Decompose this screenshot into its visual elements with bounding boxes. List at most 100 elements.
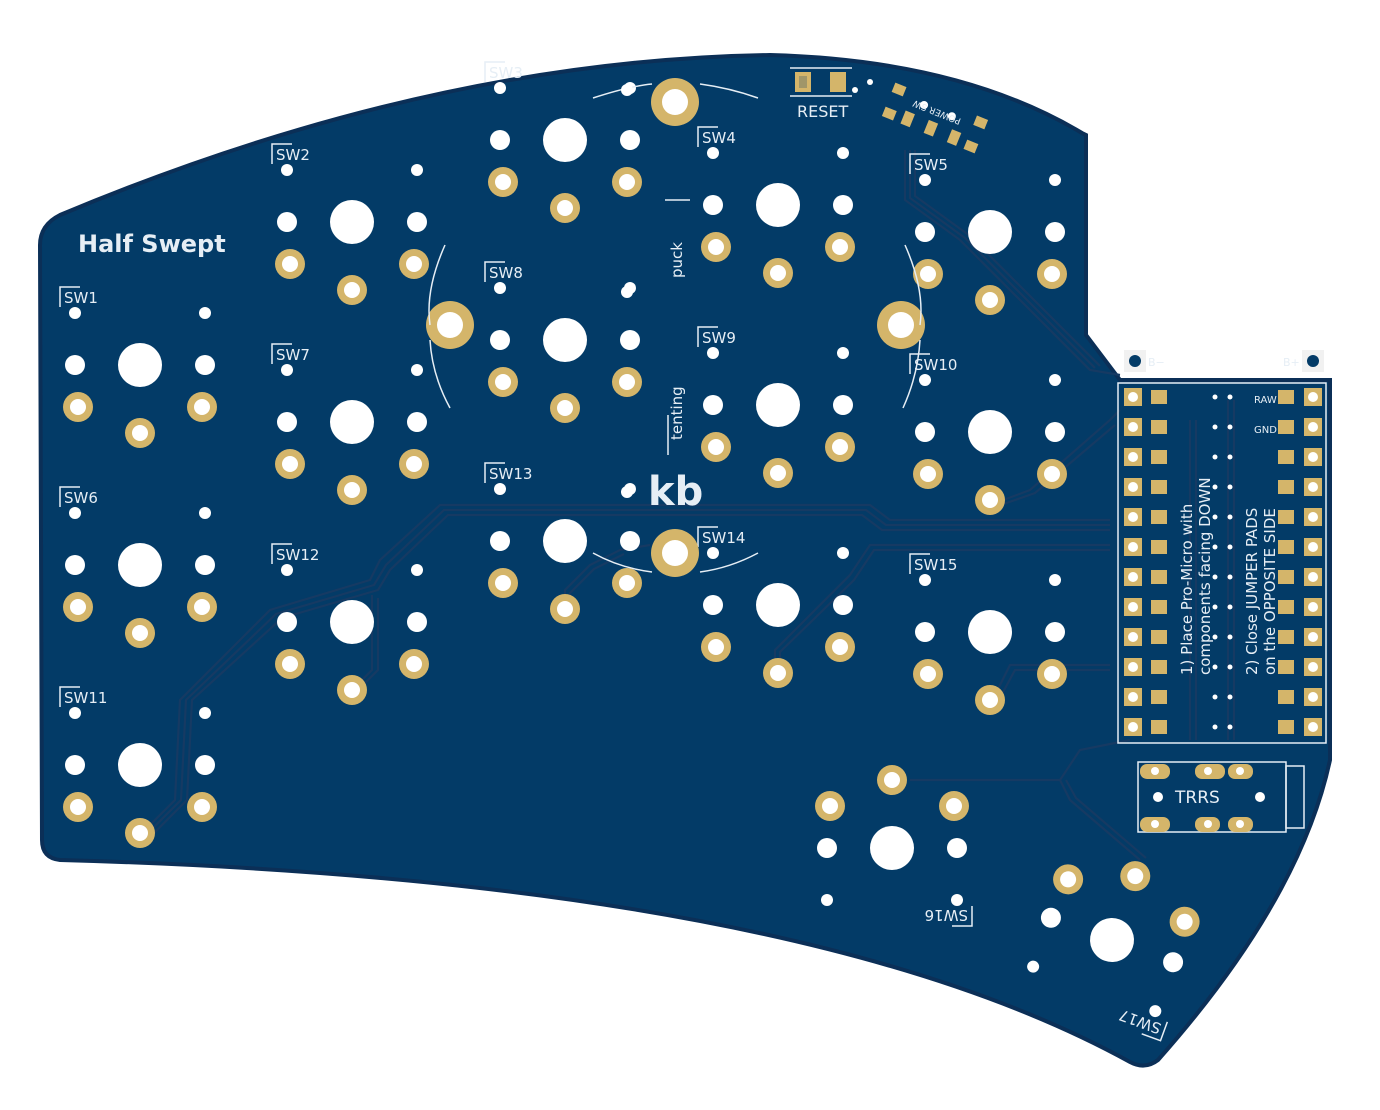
sw10-side-hole-0 [915, 422, 935, 442]
sw1-side-hole-1 [195, 355, 215, 375]
switch-sw16: SW16 [815, 765, 973, 927]
puck-label: puck [668, 242, 686, 278]
switch-sw4: SW4 [697, 126, 855, 288]
sw14-small-hole-1 [837, 547, 849, 559]
sw4-label-bracket [697, 126, 718, 147]
sw8-small-hole-0 [494, 282, 506, 294]
note1-line2: components facing DOWN [1196, 477, 1214, 675]
note2-line2: on the OPPOSITE SIDE [1261, 508, 1279, 675]
switch-sw1: SW1 [59, 286, 217, 448]
trrs-jack: TRRS [1137, 761, 1305, 833]
kb-logo: kb [648, 469, 703, 515]
sw1-label-bracket [59, 286, 80, 307]
trace-group [139, 150, 1236, 861]
sw10-side-hole-1 [1045, 422, 1065, 442]
sw11-small-hole-0 [69, 707, 81, 719]
promicro-left-jumper-0 [1151, 390, 1167, 404]
sw11-small-hole-1 [199, 707, 211, 719]
tenting-label: tenting [668, 386, 686, 440]
switch-sw15: SW15 [909, 553, 1067, 715]
sw8-center-hole [543, 318, 587, 362]
switch-sw14: SW14 [697, 526, 855, 688]
sw3-label: SW3 [489, 64, 523, 82]
sw17-label-bracket [1141, 1021, 1169, 1042]
sw12-label-bracket [271, 543, 292, 564]
sw2-small-hole-0 [281, 164, 293, 176]
sw16-label: SW16 [925, 906, 968, 924]
sw7-side-hole-0 [277, 412, 297, 432]
sw12-center-hole [330, 600, 374, 644]
sw7-label-bracket [271, 343, 292, 364]
battery-pads: B− B+ [1107, 350, 1324, 378]
sw10-label: SW10 [914, 356, 957, 374]
sw14-side-hole-0 [703, 595, 723, 615]
pin-raw-label: RAW [1254, 395, 1277, 406]
sw5-label-bracket [909, 153, 930, 174]
sw15-side-hole-0 [915, 622, 935, 642]
sw13-label: SW13 [489, 465, 532, 483]
sw9-small-hole-1 [837, 347, 849, 359]
promicro-right-jumper-11 [1278, 720, 1294, 734]
reset-label: RESET [797, 102, 848, 121]
sw6-label: SW6 [64, 489, 98, 507]
sw11-label-bracket [59, 686, 80, 707]
sw17-center-hole [1090, 918, 1134, 962]
sw2-side-hole-0 [277, 212, 297, 232]
promicro-right-jumper-3 [1278, 480, 1294, 494]
promicro-left-jumper-7 [1151, 600, 1167, 614]
sw15-label-bracket [909, 553, 930, 574]
sw5-label: SW5 [914, 156, 948, 174]
sw13-side-hole-1 [620, 531, 640, 551]
note2-line1: 2) Close JUMPER PADS [1243, 508, 1261, 675]
sw17-small-hole-0 [1149, 1005, 1162, 1018]
reset-button[interactable]: RESET [790, 67, 873, 121]
sw15-small-hole-1 [1049, 574, 1061, 586]
promicro-left-jumper-4 [1151, 510, 1167, 524]
promicro-right-jumper-7 [1278, 600, 1294, 614]
promicro-right-jumper-1 [1278, 420, 1294, 434]
sw10-label-bracket [909, 353, 930, 374]
promicro-left-jumper-10 [1151, 690, 1167, 704]
switch-sw13: SW13 [484, 462, 642, 624]
sw10-small-hole-1 [1049, 374, 1061, 386]
promicro-left-jumper-3 [1151, 480, 1167, 494]
sw17-side-hole-1 [1040, 907, 1061, 928]
sw16-small-hole-0 [951, 894, 963, 906]
sw16-side-hole-0 [947, 838, 967, 858]
sw10-small-hole-0 [919, 374, 931, 386]
sw15-small-hole-0 [919, 574, 931, 586]
sw4-side-hole-1 [833, 195, 853, 215]
battery-minus-label: B− [1148, 356, 1165, 369]
sw6-label-bracket [59, 486, 80, 507]
switch-sw11: SW11 [59, 686, 217, 848]
sw6-side-hole-0 [65, 555, 85, 575]
sw3-side-hole-0 [490, 130, 510, 150]
sw10-center-hole [968, 410, 1012, 454]
sw2-side-hole-1 [407, 212, 427, 232]
sw11-center-hole [118, 743, 162, 787]
sw16-side-hole-1 [817, 838, 837, 858]
sw2-center-hole [330, 200, 374, 244]
promicro-left-jumper-8 [1151, 630, 1167, 644]
sw8-side-hole-1 [620, 330, 640, 350]
sw17-small-hole-1 [1027, 960, 1040, 973]
switch-sw12: SW12 [271, 543, 429, 705]
sw9-side-hole-1 [833, 395, 853, 415]
board-title: Half Swept [78, 230, 226, 258]
sw11-side-hole-0 [65, 755, 85, 775]
promicro-right-jumper-6 [1278, 570, 1294, 584]
sw3-label-bracket [484, 61, 505, 82]
sw14-center-hole [756, 583, 800, 627]
battery-plus-label: B+ [1283, 356, 1300, 369]
switch-sw5: SW5 [909, 153, 1067, 315]
sw9-small-hole-0 [707, 347, 719, 359]
sw13-center-hole [543, 519, 587, 563]
sw6-small-hole-0 [69, 507, 81, 519]
sw12-small-hole-0 [281, 564, 293, 576]
promicro-left-jumper-6 [1151, 570, 1167, 584]
sw9-label-bracket [697, 326, 718, 347]
sw3-side-hole-1 [620, 130, 640, 150]
sw5-small-hole-1 [1049, 174, 1061, 186]
sw15-center-hole [968, 610, 1012, 654]
